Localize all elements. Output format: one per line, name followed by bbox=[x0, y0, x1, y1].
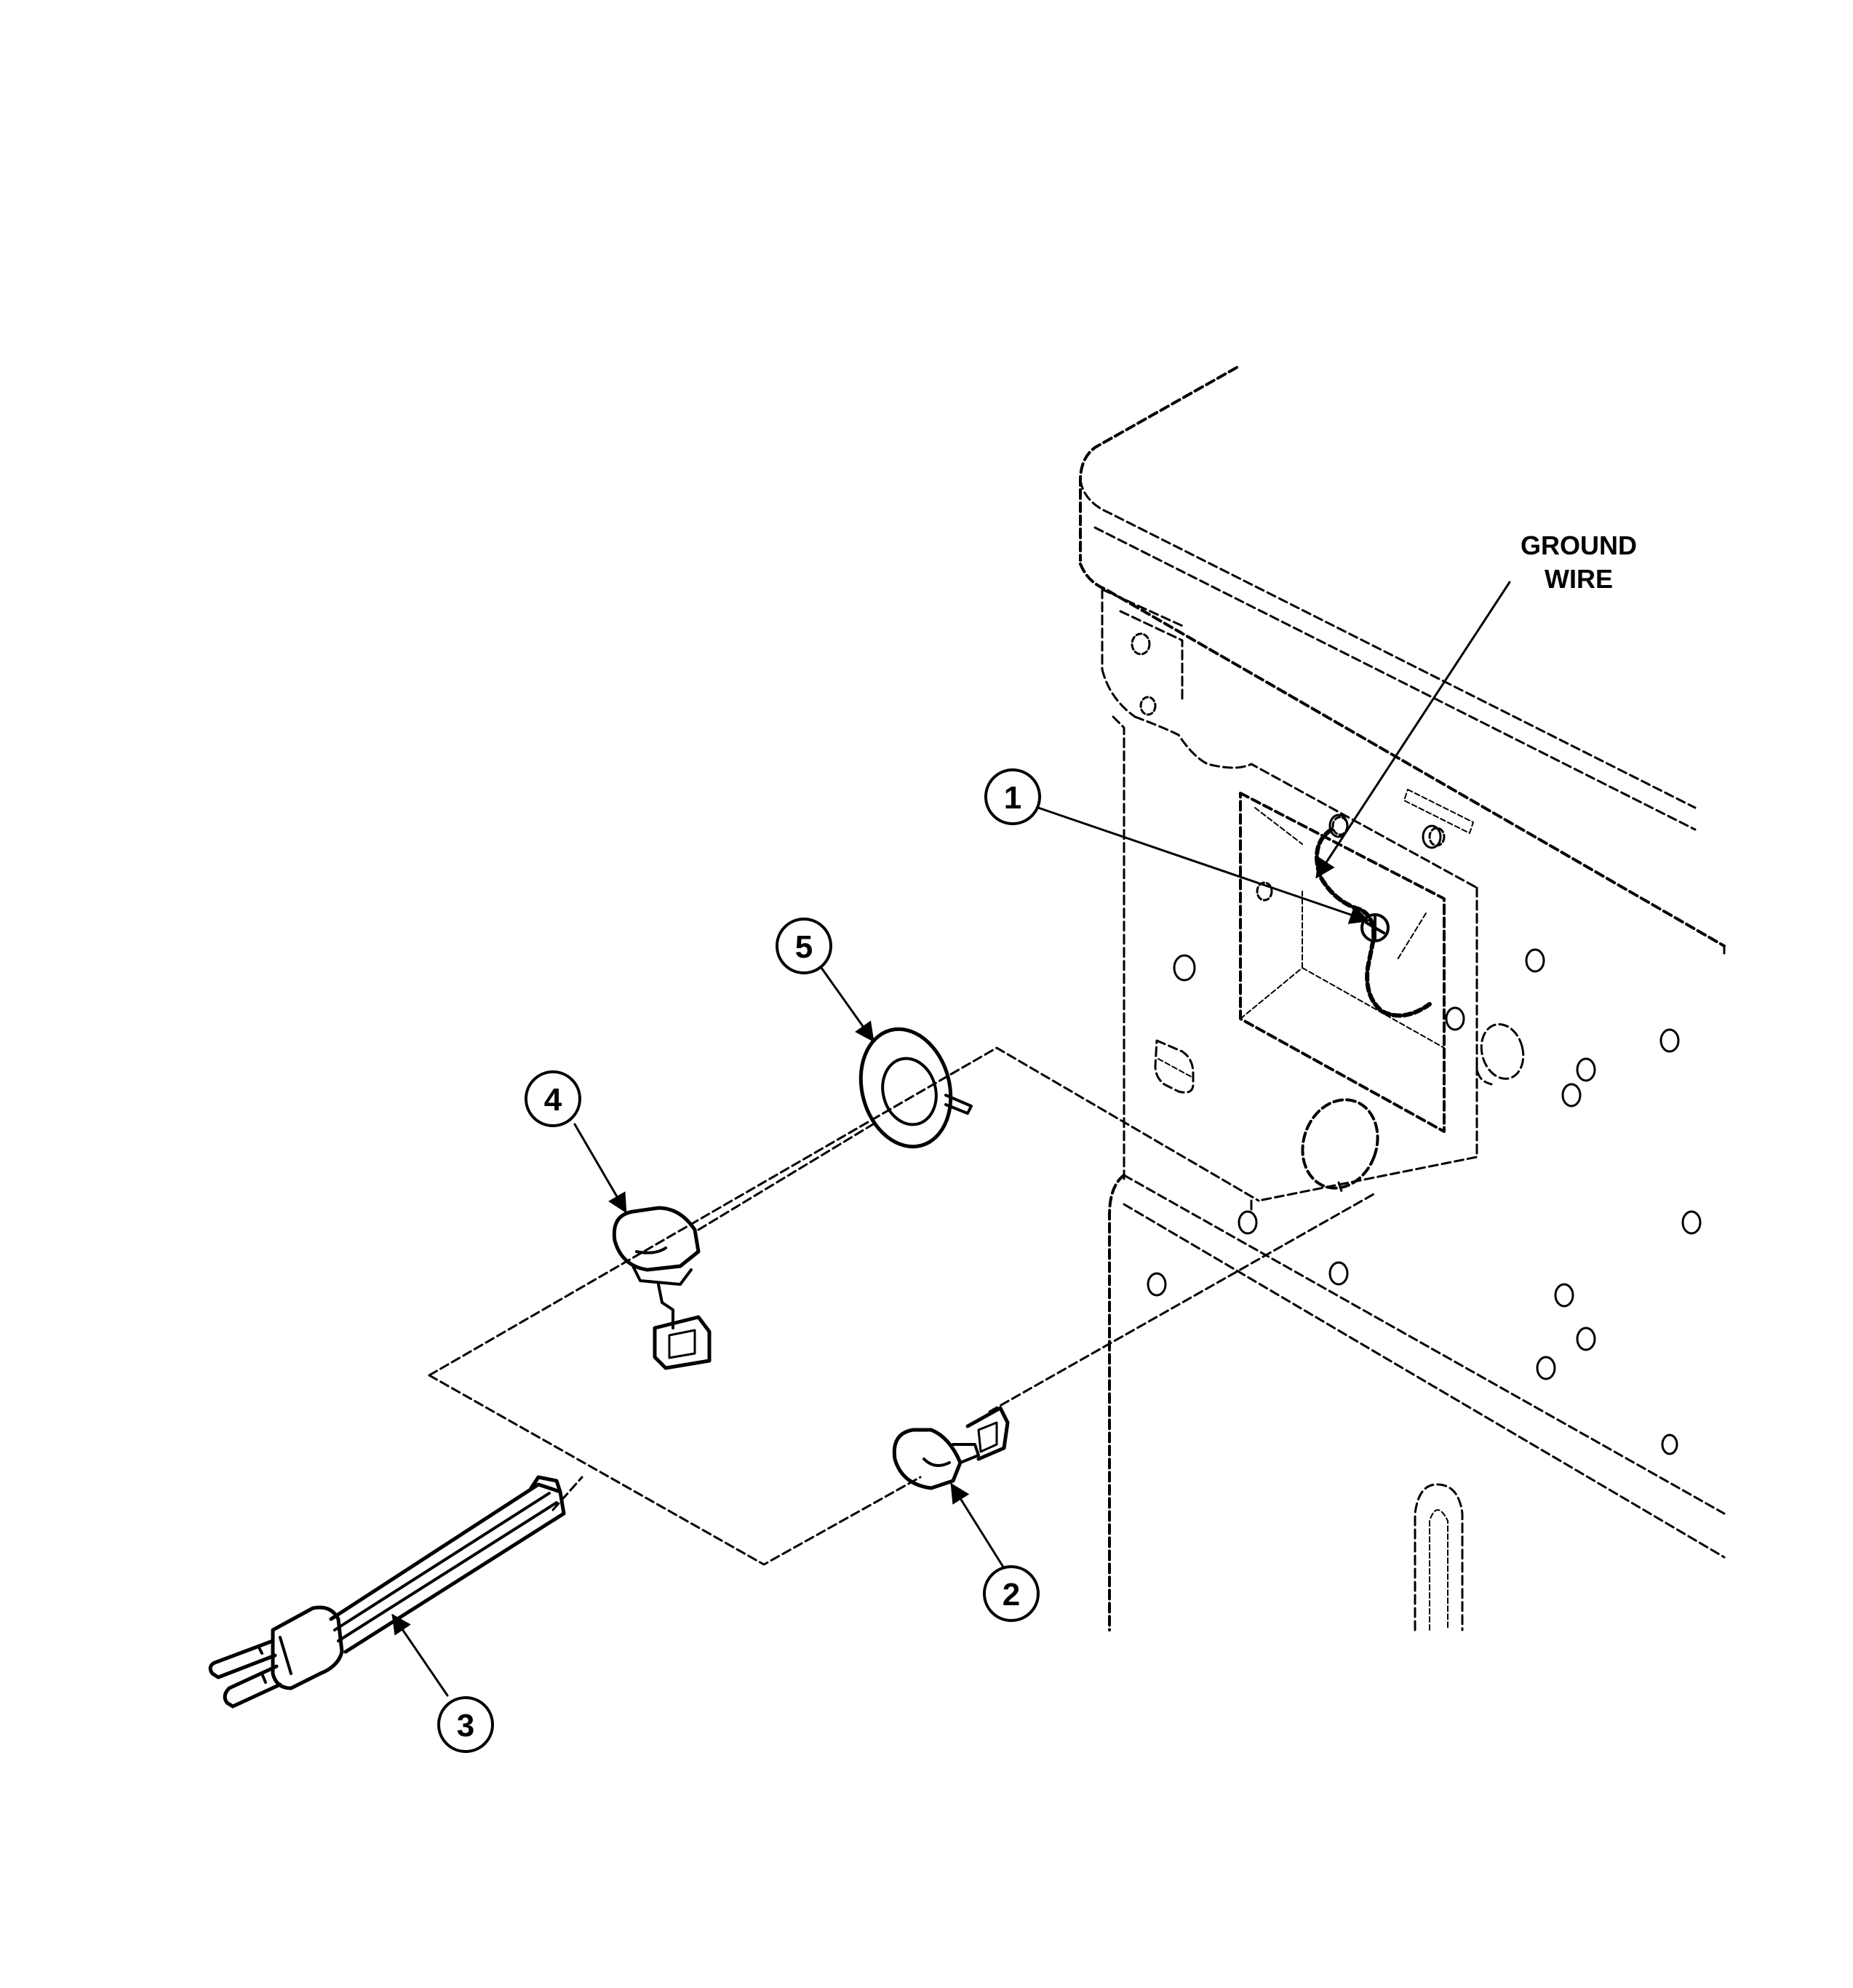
wiring-box bbox=[1239, 789, 1474, 1133]
part-4-strain-relief bbox=[612, 1206, 712, 1370]
cabinet-openings bbox=[1154, 1023, 1525, 1195]
callout-2-text: 2 bbox=[1003, 1577, 1020, 1613]
part-5-mounting-ring bbox=[858, 1027, 973, 1149]
callout-5: 5 bbox=[776, 918, 832, 974]
ground-wire-label-line1: GROUND bbox=[1521, 530, 1637, 560]
cabinet-screw-holes bbox=[1147, 814, 1702, 1455]
leader-lines bbox=[391, 581, 1511, 1697]
callout-1: 1 bbox=[984, 768, 1041, 825]
assembly-guide-lines bbox=[428, 1046, 1376, 1566]
callout-3: 3 bbox=[437, 1696, 494, 1753]
callout-3-text: 3 bbox=[457, 1708, 474, 1744]
ground-wire bbox=[1315, 827, 1432, 1018]
ground-wire-label: GROUND WIRE bbox=[1521, 530, 1637, 594]
callout-5-text: 5 bbox=[795, 929, 813, 965]
callout-2: 2 bbox=[983, 1565, 1040, 1622]
appliance-cabinet bbox=[1079, 366, 1726, 1631]
callout-4: 4 bbox=[525, 1070, 581, 1127]
part-2-cord-clip bbox=[892, 1406, 1010, 1490]
ground-wire-label-line2: WIRE bbox=[1545, 564, 1613, 594]
callout-4-text: 4 bbox=[544, 1082, 562, 1118]
callout-1-text: 1 bbox=[1004, 780, 1021, 816]
part-3-power-cord bbox=[208, 1475, 566, 1709]
